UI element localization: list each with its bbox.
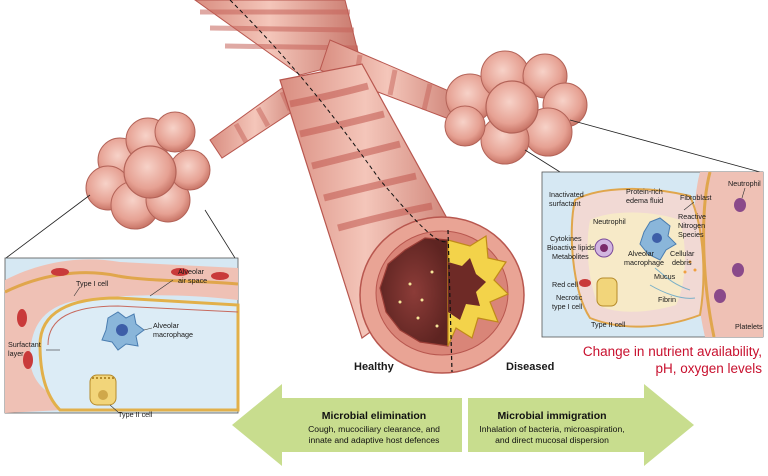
microbial-immigration-line2: and direct mucosal dispersion (495, 435, 609, 445)
microbial-elimination-arrow (232, 384, 462, 466)
cellular-debris-label-line1: Cellular (670, 249, 695, 258)
right-alveolar-cluster (444, 50, 588, 165)
cytokines-label-line1: Cytokines (550, 234, 582, 243)
diseased-label: Diseased (506, 361, 554, 373)
alveolar-macrophage-r-label-line2: macrophage (624, 258, 664, 267)
type1-cell-label: Type I cell (76, 279, 109, 288)
type2-cell-r-label: Type II cell (591, 320, 626, 329)
reactive-label-line2: Nitrogen (678, 221, 705, 230)
microbial-elimination-title: Microbial elimination (322, 410, 426, 422)
main-bronchus (229, 0, 525, 374)
fibroblast-label: Fibroblast (680, 193, 712, 202)
mucus-label: Mucus (654, 272, 676, 281)
cytokines-label-line2: Bioactive lipids (547, 243, 595, 252)
microbial-immigration-arrow (468, 384, 694, 466)
alveolar-macrophage-label-line1: Alveolar (153, 321, 180, 330)
alveolar-air-space-label-line1: Alveolar (178, 267, 205, 276)
alveolar-air-space-label-line2: air space (178, 276, 207, 285)
right-callout-lines (524, 119, 761, 173)
type2-cell-label: Type II cell (118, 410, 153, 419)
diseased-alveolus-panel (541, 171, 764, 338)
microbial-immigration-title: Microbial immigration (497, 410, 606, 422)
inactivated-surfactant-label-line1: Inactivated (549, 190, 584, 199)
left-callout-lines (5, 194, 236, 259)
neutrophil-top-label: Neutrophil (728, 179, 761, 188)
inactivated-surfactant-label-line2: surfactant (549, 199, 581, 208)
healthy-alveolus-panel (4, 257, 240, 414)
nutrient-change-note-line1: Change in nutrient availability, (582, 344, 762, 359)
divider-line (447, 229, 453, 373)
diseased-lumen (448, 258, 486, 320)
protein-rich-label-line2: edema fluid (626, 196, 663, 205)
microbial-immigration-line1: Inhalation of bacteria, microaspiration, (479, 424, 624, 434)
cellular-debris-label-line2: debris (672, 258, 692, 267)
platelets-label: Platelets (735, 322, 763, 331)
nutrient-change-note-line2: pH, oxygen levels (655, 361, 762, 376)
necrotic-label-line2: type I cell (552, 302, 583, 311)
upper-airway (194, 0, 471, 159)
surfactant-layer-label-line1: Surfactant (8, 340, 41, 349)
fibrin-label: Fibrin (658, 295, 676, 304)
microbial-elimination-line1: Cough, mucociliary clearance, and (308, 424, 440, 434)
left-alveolar-cluster (85, 111, 211, 230)
surfactant-layer-label-line2: layer (8, 349, 24, 358)
healthy-label: Healthy (354, 361, 395, 373)
protein-rich-label-line1: Protein-rich (626, 187, 663, 196)
cytokines-label-line3: Metabolites (552, 252, 589, 261)
red-cell-label: Red cell (552, 280, 578, 289)
nutrient-change-note: Change in nutrient availability, pH, oxy… (552, 343, 762, 377)
reactive-label-line3: Species (678, 230, 704, 239)
alveolar-macrophage-label-line2: macrophage (153, 330, 193, 339)
necrotic-label-line1: Necrotic (556, 293, 583, 302)
microbial-elimination-line2: innate and adaptive host defences (309, 435, 440, 445)
diseased-lumen-mucus (447, 234, 510, 347)
alveolar-macrophage-r-label-line1: Alveolar (628, 249, 655, 258)
healthy-lumen (379, 237, 449, 347)
neutrophil-inner-label: Neutrophil (593, 217, 626, 226)
reactive-label-line1: Reactive (678, 212, 706, 221)
